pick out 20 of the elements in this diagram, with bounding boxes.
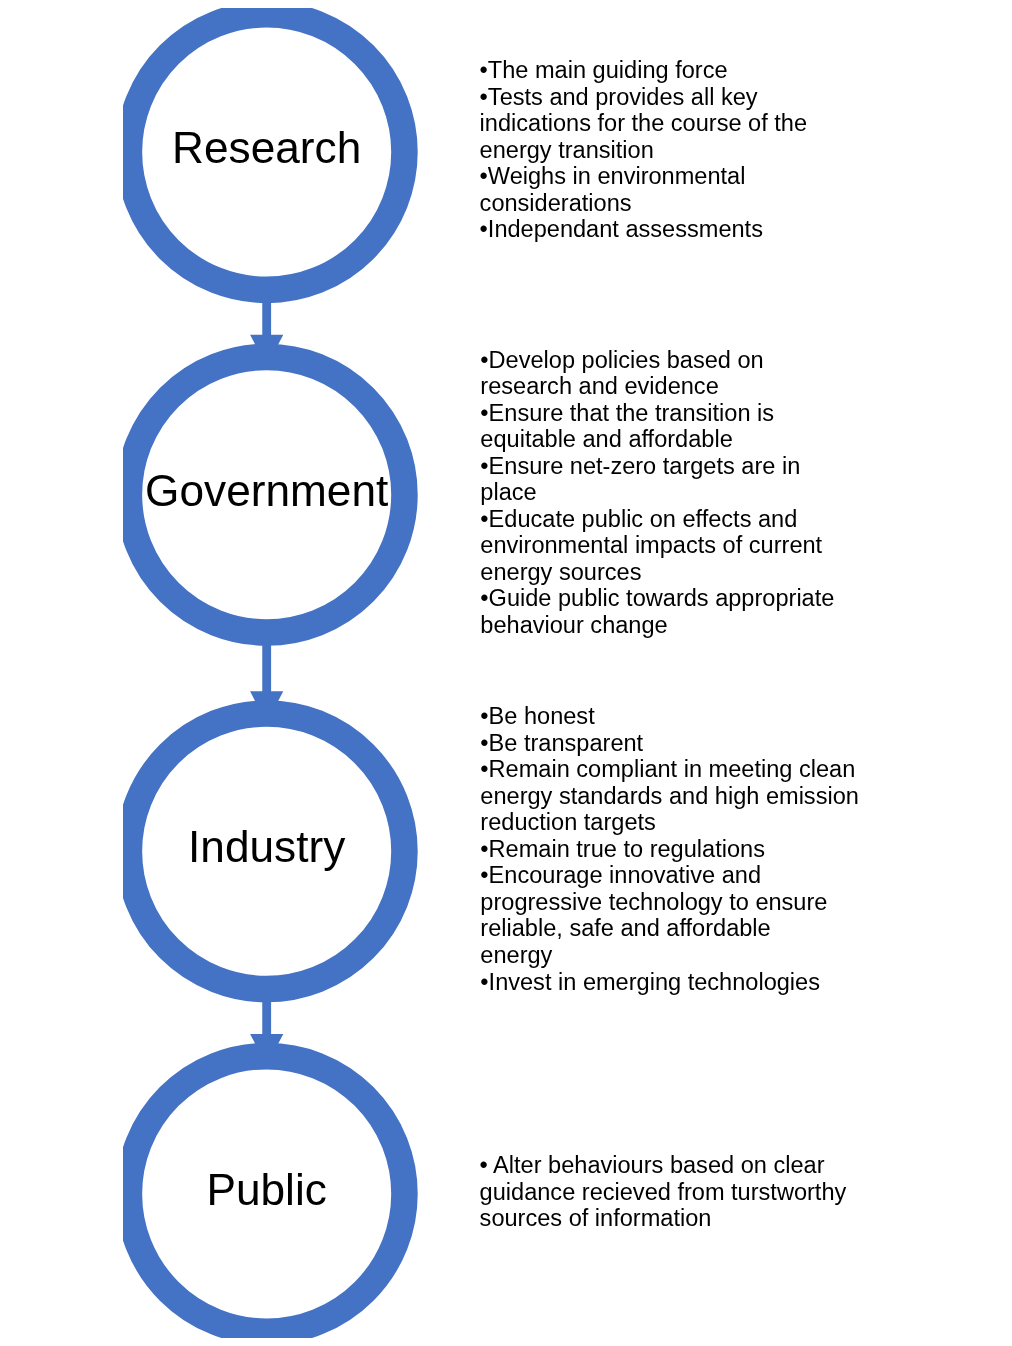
node-label: •Ensure net-zero targets are in place xyxy=(479,452,800,506)
node-label: •Remain compliant in meeting clean energy standards and high emission reduction targets xyxy=(479,756,859,836)
node-label: •Weighs in environmental considerations xyxy=(479,163,745,216)
node-label: • Alter behaviours based on clear guidance recieved from turstworthy sources of information xyxy=(479,1151,846,1232)
node-label: •Be honest xyxy=(479,703,595,730)
node-circle: Government xyxy=(122,343,418,646)
node-label: •Educate public on effects and environmental impacts of current energy sources xyxy=(479,505,822,585)
node-label: •Remain true to regulations xyxy=(479,835,765,862)
node-label: •Independant assessments xyxy=(479,216,763,243)
node-label: •Be transparent xyxy=(479,729,643,756)
node-label: •Guide public towards appropriate behaviour change xyxy=(479,585,834,638)
node-label: •Tests and provides all key indications for the course of the energy transition xyxy=(479,83,807,163)
node-label: •Ensure that the transition is equitable and affordable xyxy=(479,399,774,453)
node-label: •Develop policies based on research and evidence xyxy=(479,346,764,400)
node-label: •Encourage innovative and progressive technology to ensure reliable, safe and affordable energy xyxy=(479,862,827,968)
node-circle: Industry xyxy=(122,700,418,1003)
node-circle: Research xyxy=(122,8,418,304)
node-label: •Invest in emerging technologies xyxy=(479,968,820,995)
node-circle: Public xyxy=(122,1042,418,1338)
node-label: •The main guiding force xyxy=(479,57,728,84)
